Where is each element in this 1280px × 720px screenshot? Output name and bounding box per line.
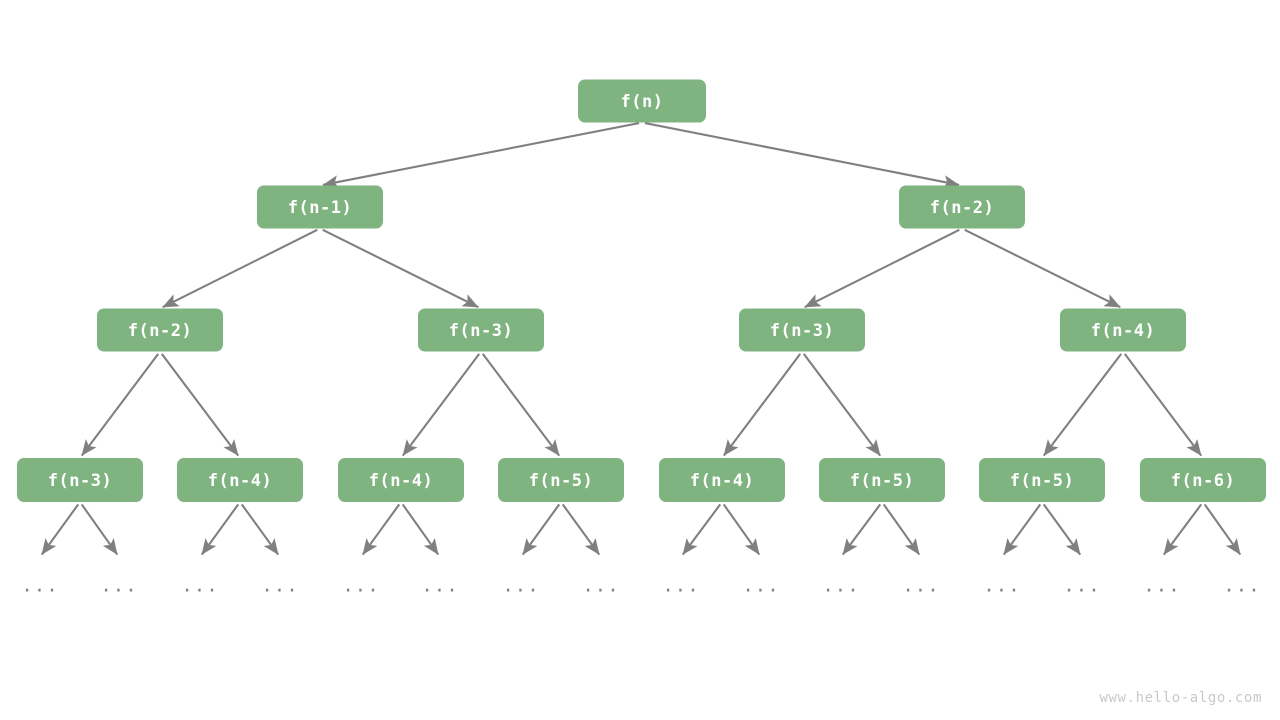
tree-edge bbox=[802, 353, 882, 457]
tree-node-label: f(n-6) bbox=[1171, 471, 1235, 491]
tree-node-box bbox=[979, 458, 1105, 502]
tree-node[interactable]: f(n-5) bbox=[979, 458, 1105, 502]
tree-edge-stub bbox=[882, 503, 921, 556]
tree-edge bbox=[644, 122, 960, 189]
tree-edge-stub bbox=[401, 503, 440, 556]
tree-node-box bbox=[739, 308, 865, 352]
tree-edge bbox=[722, 353, 802, 457]
tree-node-label: f(n-2) bbox=[128, 321, 192, 341]
nodes-layer: f(n) f(n-1) f(n-2) f(n-2) f(n-3) f(n-3) f(n-4)… bbox=[17, 79, 1266, 502]
tree-edge bbox=[322, 228, 479, 309]
tree-node-label: f(n-5) bbox=[529, 471, 593, 491]
ellipsis-label: ... bbox=[342, 575, 379, 597]
tree-edge-stub bbox=[681, 503, 722, 556]
ellipsis-label: ... bbox=[261, 575, 298, 597]
tree-node[interactable]: f(n-2) bbox=[97, 308, 223, 352]
tree-node[interactable]: f(n-5) bbox=[498, 458, 624, 502]
tree-node-box bbox=[819, 458, 945, 502]
tree-node-label: f(n) bbox=[621, 92, 664, 112]
leaf-stubs-layer bbox=[40, 503, 1242, 556]
tree-edge-stub bbox=[40, 503, 80, 556]
tree-edge-stub bbox=[200, 503, 240, 556]
tree-edge bbox=[80, 353, 160, 457]
tree-node-label: f(n-1) bbox=[288, 198, 352, 218]
tree-node-box bbox=[257, 185, 383, 229]
edges-layer bbox=[80, 122, 1203, 457]
tree-edge-stub bbox=[841, 503, 882, 556]
tree-node[interactable]: f(n-6) bbox=[1140, 458, 1266, 502]
tree-edge bbox=[1042, 353, 1123, 457]
ellipsis-label: ... bbox=[822, 575, 859, 597]
tree-edge bbox=[160, 353, 240, 457]
ellipsis-label: ... bbox=[742, 575, 779, 597]
ellipsis-label: ... bbox=[1063, 575, 1100, 597]
ellipsis-layer: ........................................… bbox=[21, 575, 1260, 597]
tree-edge-stub bbox=[561, 503, 601, 556]
tree-node-label: f(n-4) bbox=[208, 471, 272, 491]
tree-edge-stub bbox=[80, 503, 119, 556]
tree-node-box bbox=[659, 458, 785, 502]
ellipsis-label: ... bbox=[662, 575, 699, 597]
tree-edge bbox=[964, 228, 1121, 309]
tree-edge bbox=[481, 353, 561, 457]
tree-edge-stub bbox=[240, 503, 280, 556]
tree-edge-stub bbox=[1002, 503, 1042, 556]
tree-edge bbox=[1123, 353, 1203, 457]
tree-edge-stub bbox=[1042, 503, 1082, 556]
tree-node-label: f(n-4) bbox=[1091, 321, 1155, 341]
tree-node-label: f(n-2) bbox=[930, 198, 994, 218]
tree-edge-stub bbox=[361, 503, 401, 556]
tree-edge-stub bbox=[521, 503, 561, 556]
tree-node-label: f(n-4) bbox=[369, 471, 433, 491]
tree-node-box bbox=[498, 458, 624, 502]
tree-node[interactable]: f(n-1) bbox=[257, 185, 383, 229]
tree-node-box bbox=[418, 308, 544, 352]
tree-node-label: f(n-3) bbox=[449, 321, 513, 341]
ellipsis-label: ... bbox=[1223, 575, 1260, 597]
ellipsis-label: ... bbox=[181, 575, 218, 597]
tree-node-box bbox=[97, 308, 223, 352]
tree-node-box bbox=[1060, 308, 1186, 352]
tree-edge-stub bbox=[1203, 503, 1242, 556]
tree-node-label: f(n-3) bbox=[770, 321, 834, 341]
tree-node-box bbox=[17, 458, 143, 502]
tree-edge bbox=[322, 122, 640, 189]
tree-node[interactable]: f(n-3) bbox=[418, 308, 544, 352]
tree-node-box bbox=[1140, 458, 1266, 502]
tree-edge bbox=[401, 353, 481, 457]
ellipsis-label: ... bbox=[902, 575, 939, 597]
ellipsis-label: ... bbox=[582, 575, 619, 597]
ellipsis-label: ... bbox=[502, 575, 539, 597]
tree-node[interactable]: f(n-3) bbox=[17, 458, 143, 502]
tree-node-box bbox=[899, 185, 1025, 229]
tree-edge-stub bbox=[1162, 503, 1203, 556]
tree-node-box bbox=[177, 458, 303, 502]
tree-node[interactable]: f(n) bbox=[578, 79, 706, 123]
tree-node[interactable]: f(n-3) bbox=[739, 308, 865, 352]
ellipsis-label: ... bbox=[100, 575, 137, 597]
tree-node[interactable]: f(n-4) bbox=[338, 458, 464, 502]
tree-node-label: f(n-3) bbox=[48, 471, 112, 491]
watermark: www.hello-algo.com bbox=[1099, 690, 1262, 706]
tree-node[interactable]: f(n-4) bbox=[1060, 308, 1186, 352]
tree-node[interactable]: f(n-5) bbox=[819, 458, 945, 502]
tree-edge-stub bbox=[722, 503, 761, 556]
ellipsis-label: ... bbox=[421, 575, 458, 597]
tree-node-box bbox=[338, 458, 464, 502]
ellipsis-label: ... bbox=[983, 575, 1020, 597]
tree-node[interactable]: f(n-2) bbox=[899, 185, 1025, 229]
tree-node-label: f(n-4) bbox=[690, 471, 754, 491]
tree-node-box bbox=[578, 79, 706, 123]
tree-node[interactable]: f(n-4) bbox=[659, 458, 785, 502]
ellipsis-label: ... bbox=[21, 575, 58, 597]
ellipsis-label: ... bbox=[1143, 575, 1180, 597]
tree-edge bbox=[804, 228, 960, 309]
tree-node[interactable]: f(n-4) bbox=[177, 458, 303, 502]
tree-node-label: f(n-5) bbox=[1010, 471, 1074, 491]
tree-edge bbox=[162, 228, 318, 309]
tree-node-label: f(n-5) bbox=[850, 471, 914, 491]
